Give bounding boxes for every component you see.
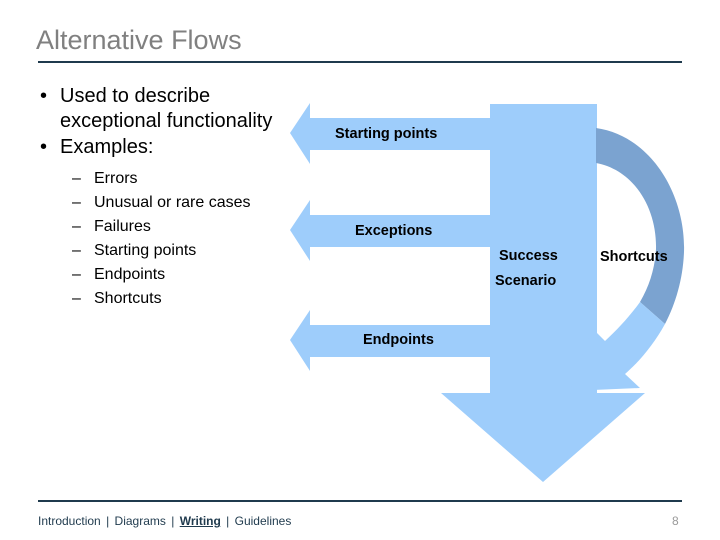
dash-marker-icon: –	[72, 194, 81, 211]
sub-bullet-text: Failures	[94, 218, 151, 235]
dash-marker-icon: –	[72, 218, 81, 235]
breadcrumb-separator: |	[106, 514, 110, 528]
bullet-text: Used to describe exceptional functionali…	[60, 85, 273, 132]
sub-bullet-list: – Errors – Unusual or rare cases – Failu…	[32, 167, 300, 311]
sub-bullet-text: Shortcuts	[94, 290, 162, 307]
footer-divider	[38, 500, 682, 502]
sub-bullet-item-shortcuts: – Shortcuts	[32, 287, 300, 311]
sub-bullet-item-failures: – Failures	[32, 215, 300, 239]
endpoints-arrow-shape	[290, 310, 495, 371]
bullet-marker-icon: •	[40, 85, 48, 107]
diagram-label-success-scenario-line2: Scenario	[495, 273, 557, 289]
flow-diagram: Starting points Exceptions Endpoints Suc…	[280, 88, 700, 488]
breadcrumb-item-introduction[interactable]: Introduction	[38, 514, 101, 528]
diagram-label-success-scenario-line1: Success	[499, 248, 558, 264]
diagram-label-exceptions: Exceptions	[355, 223, 433, 239]
sub-bullet-text: Unusual or rare cases	[94, 194, 251, 211]
sub-bullet-text: Starting points	[94, 242, 197, 259]
title-divider	[38, 61, 682, 63]
dash-marker-icon: –	[72, 290, 81, 307]
bullet-list: • Used to describe exceptional functiona…	[32, 84, 300, 311]
sub-bullet-text: Errors	[94, 170, 138, 187]
flow-diagram-svg	[290, 103, 685, 482]
page-title: Alternative Flows	[36, 25, 242, 55]
page-number: 8	[672, 514, 679, 528]
breadcrumb-separator: |	[226, 514, 230, 528]
exceptions-arrow-shape	[290, 200, 495, 261]
shortcuts-arrow-upper-shape	[596, 128, 685, 324]
breadcrumb: Introduction | Diagrams | Writing | Guid…	[38, 513, 291, 529]
diagram-label-endpoints: Endpoints	[363, 332, 434, 348]
sub-bullet-item-endpoints: – Endpoints	[32, 263, 300, 287]
breadcrumb-item-diagrams[interactable]: Diagrams	[114, 514, 166, 528]
sub-bullet-text: Endpoints	[94, 266, 166, 283]
dash-marker-icon: –	[72, 266, 81, 283]
sub-bullet-item-errors: – Errors	[32, 167, 300, 191]
shortcuts-arrow-lower-shape	[570, 302, 665, 391]
breadcrumb-item-writing[interactable]: Writing	[179, 514, 221, 528]
diagram-label-starting-points: Starting points	[335, 126, 438, 142]
bullet-marker-icon: •	[40, 136, 48, 158]
breadcrumb-separator: |	[171, 514, 175, 528]
starting-points-arrow-shape	[290, 103, 495, 164]
dash-marker-icon: –	[72, 242, 81, 259]
breadcrumb-item-guidelines[interactable]: Guidelines	[234, 514, 292, 528]
bullet-text: Examples:	[60, 136, 154, 158]
diagram-label-shortcuts: Shortcuts	[600, 249, 668, 265]
sub-bullet-item-starting-points: – Starting points	[32, 239, 300, 263]
bullet-item-examples: • Examples:	[32, 135, 300, 160]
dash-marker-icon: –	[72, 170, 81, 187]
sub-bullet-item-unusual-or-rare-cases: – Unusual or rare cases	[32, 191, 300, 215]
bullet-item-used-to-describe: • Used to describe exceptional functiona…	[32, 84, 300, 134]
